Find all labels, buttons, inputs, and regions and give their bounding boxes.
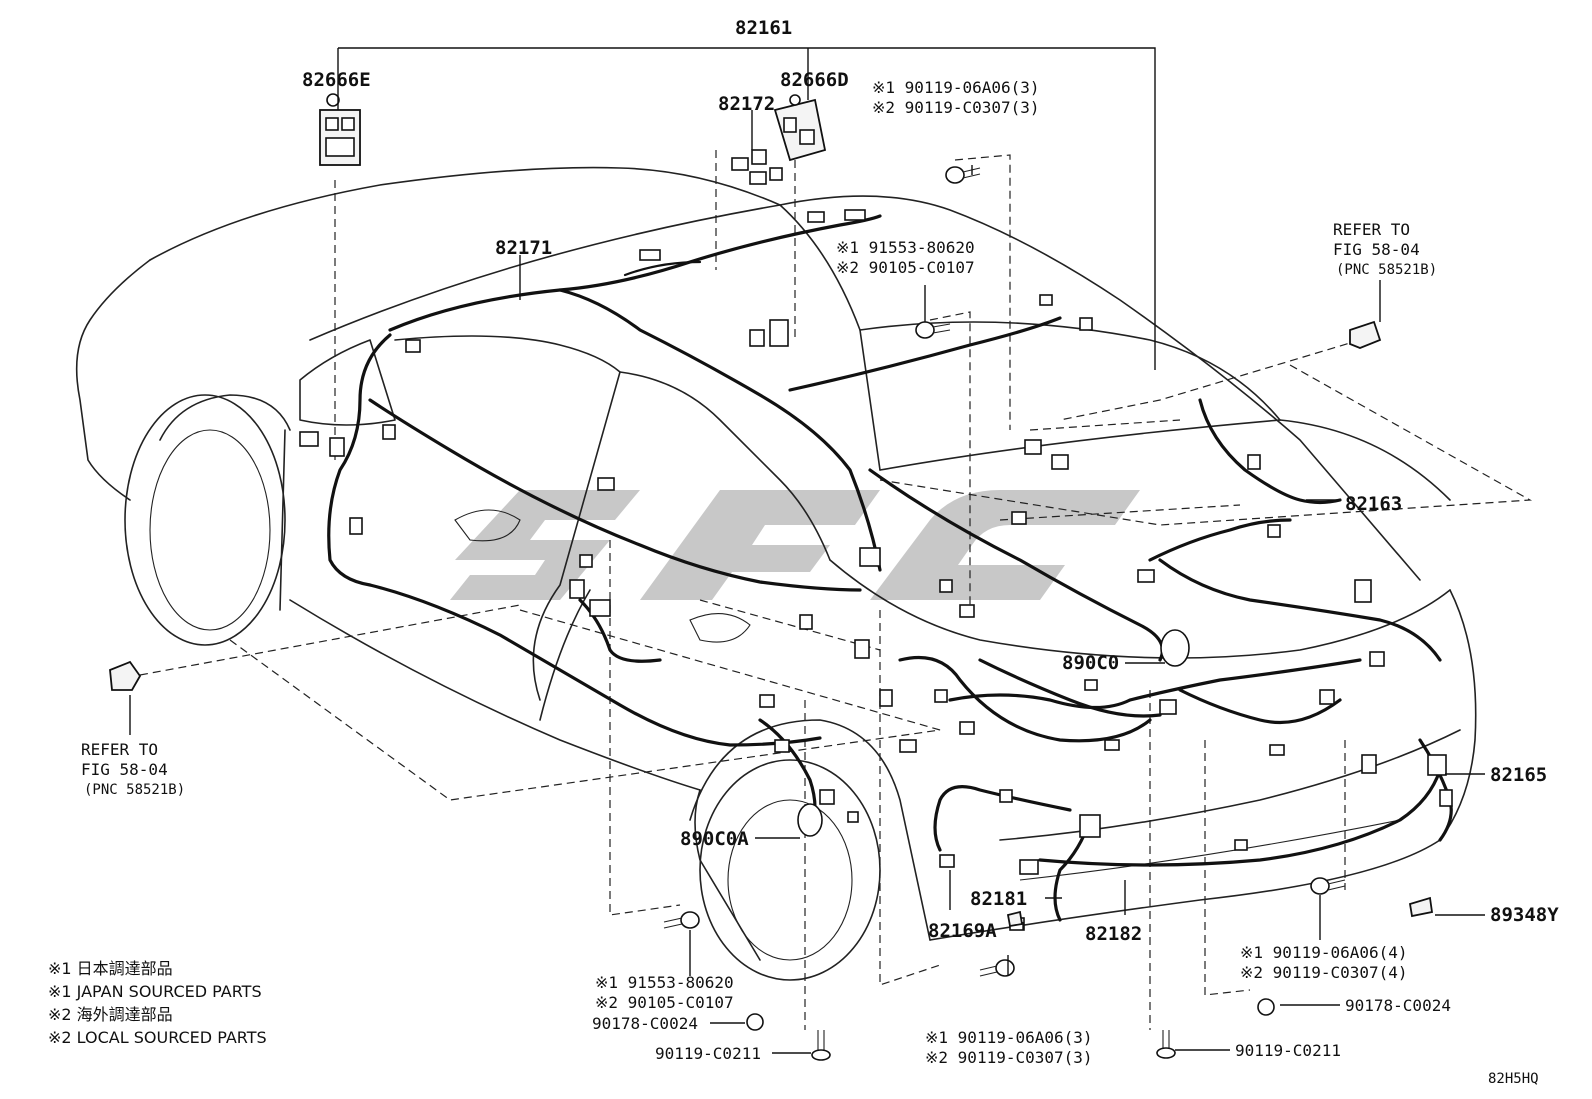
label-890C0: 890C0 xyxy=(1062,652,1119,674)
label-82182: 82182 xyxy=(1085,923,1142,945)
diagram-code: 82H5HQ xyxy=(1488,1071,1539,1087)
screw-right-icon xyxy=(1156,1030,1176,1059)
bolt-top-icon xyxy=(945,166,981,184)
wiring-harness xyxy=(327,214,1453,922)
refer-right-line1: REFER TO xyxy=(1333,220,1410,239)
grommet-890C0A-icon xyxy=(797,803,823,837)
bolt-top-line2: ※2 90119-C0307(3) xyxy=(872,98,1040,117)
bolt-low-center-line2: ※2 90119-C0307(3) xyxy=(925,1048,1093,1067)
clip-82169A-icon xyxy=(1006,910,1024,928)
sensor-left-icon xyxy=(109,660,142,691)
screw-left-label: 90119-C0211 xyxy=(655,1044,761,1063)
clip-left-label: 90178-C0024 xyxy=(592,1014,698,1033)
bolt-low-right-line2: ※2 90119-C0307(4) xyxy=(1240,963,1408,982)
sensor-right-icon xyxy=(1349,320,1382,349)
label-82171: 82171 xyxy=(495,237,552,259)
screw-right-label: 90119-C0211 xyxy=(1235,1041,1341,1060)
refer-right-line2: FIG 58-04 xyxy=(1333,240,1420,259)
reference-dash-lines xyxy=(139,150,1533,1030)
label-82165: 82165 xyxy=(1490,764,1547,786)
clip-90178-left-icon xyxy=(746,1013,764,1031)
refer-left-line3: (PNC 58521B) xyxy=(84,782,185,798)
clip-right-label: 90178-C0024 xyxy=(1345,996,1451,1015)
screw-left-icon xyxy=(811,1030,831,1061)
label-82161: 82161 xyxy=(735,17,792,39)
refer-left-line2: FIG 58-04 xyxy=(81,760,168,779)
bolt-mid-icon xyxy=(915,321,951,339)
label-89348Y: 89348Y xyxy=(1490,904,1559,926)
parts xyxy=(109,93,1434,1061)
bolt-low-left-line1: ※1 91553-80620 xyxy=(595,973,734,992)
grommet-890C0-icon xyxy=(1160,629,1190,667)
label-890C0A: 890C0A xyxy=(680,828,749,850)
label-82163: 82163 xyxy=(1345,493,1402,515)
connector-82172-icon xyxy=(731,149,783,185)
label-82666E: 82666E xyxy=(302,69,371,91)
bolt-low-left-line2: ※2 90105-C0107 xyxy=(595,993,734,1012)
leader-lines xyxy=(129,47,1485,1054)
bolt-low-left-icon xyxy=(663,911,700,929)
clip-89348Y-icon xyxy=(1408,896,1434,918)
label-82172: 82172 xyxy=(718,93,775,115)
bolt-mid-line2: ※2 90105-C0107 xyxy=(836,258,975,277)
bolt-low-center-icon xyxy=(979,959,1015,977)
clip-90178-right-icon xyxy=(1257,998,1275,1016)
label-82169A: 82169A xyxy=(928,920,997,942)
part-labels: 82161 82666E 82666D 82172 82171 82163 89… xyxy=(81,17,1559,1087)
legend-line-3: ※2 海外調達部品 xyxy=(48,1005,173,1024)
bolt-low-right-line1: ※1 90119-06A06(4) xyxy=(1240,943,1408,962)
bolt-low-right-icon xyxy=(1310,877,1346,895)
watermark xyxy=(450,490,1140,600)
legend-line-4: ※2 LOCAL SOURCED PARTS xyxy=(48,1028,267,1047)
relay-block-82666E-icon xyxy=(319,93,361,166)
bolt-top-line1: ※1 90119-06A06(3) xyxy=(872,78,1040,97)
relay-block-82666D-icon xyxy=(773,94,827,162)
connectors xyxy=(299,209,1453,931)
label-82181: 82181 xyxy=(970,888,1027,910)
legend-line-2: ※1 JAPAN SOURCED PARTS xyxy=(48,982,262,1001)
legend: ※1 日本調達部品 ※1 JAPAN SOURCED PARTS ※2 海外調達… xyxy=(48,959,267,1047)
bolt-low-center-line1: ※1 90119-06A06(3) xyxy=(925,1028,1093,1047)
car-body xyxy=(75,166,1477,981)
label-82666D: 82666D xyxy=(780,69,849,91)
bolt-mid-line1: ※1 91553-80620 xyxy=(836,238,975,257)
refer-right-line3: (PNC 58521B) xyxy=(1336,262,1437,278)
refer-left-line1: REFER TO xyxy=(81,740,158,759)
legend-line-1: ※1 日本調達部品 xyxy=(48,959,173,978)
